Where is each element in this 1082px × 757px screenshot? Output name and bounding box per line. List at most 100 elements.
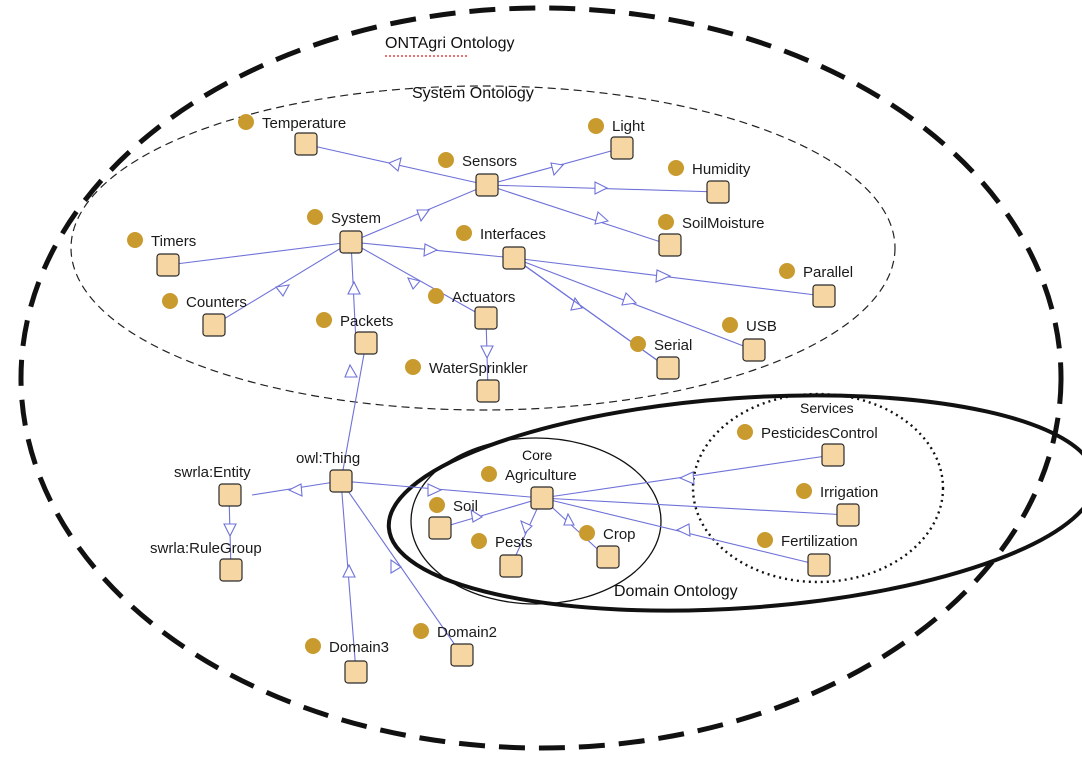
node-fertilization[interactable]: Fertilization [757,532,858,577]
node-label: Humidity [692,161,751,178]
edge [513,257,755,351]
node-label: swrla:Entity [174,464,251,481]
node-actuators[interactable]: Actuators [428,288,515,330]
edge-arrow [563,512,575,526]
node-label: Actuators [452,289,515,306]
domain-ontology-title: Domain Ontology [614,583,738,600]
node-soilmoisture[interactable]: SoilMoisture [658,214,765,257]
edge-arrow [416,209,431,223]
node-box [476,379,500,403]
edge-arrow [344,363,358,378]
class-dot-icon [127,232,143,248]
node-label: Serial [654,337,692,354]
node-label: Temperature [262,115,346,132]
edge [541,497,849,516]
ontagri-boundary [18,5,1064,751]
nodes: Temperature Light Sensors Humidity Syste… [127,114,878,684]
node-label: Agriculture [505,467,577,484]
node-label: USB [746,318,777,335]
node-label: Domain3 [329,639,389,656]
edge-arrow [390,558,403,574]
edge [167,241,352,266]
node-box [218,483,242,507]
class-dot-icon [722,317,738,333]
node-swrlarulegroup[interactable]: swrla:RuleGroup [150,540,262,582]
node-serial[interactable]: Serial [630,336,692,380]
node-box [610,136,634,160]
edge-arrow [427,483,443,497]
edge [340,342,367,482]
node-counters[interactable]: Counters [162,293,247,337]
node-box [428,516,452,540]
node-box [658,233,682,257]
node-parallel[interactable]: Parallel [779,263,853,308]
node-light[interactable]: Light [588,118,645,160]
class-dot-icon [658,214,674,230]
node-swrlaentity[interactable]: swrla:Entity [174,464,251,507]
node-agriculture[interactable]: Agriculture [481,466,577,510]
node-humidity[interactable]: Humidity [668,160,751,204]
node-label: Pests [495,534,533,551]
node-system[interactable]: System [307,209,381,254]
class-dot-icon [428,288,444,304]
node-irrigation[interactable]: Irrigation [796,483,878,527]
class-dot-icon [307,209,323,225]
class-dot-icon [630,336,646,352]
class-dot-icon [588,118,604,134]
node-label: Interfaces [480,226,546,243]
node-box [807,553,831,577]
edge-arrow [274,284,291,298]
class-dot-icon [668,160,684,176]
edge [213,241,352,326]
node-box [219,558,243,582]
node-domain2[interactable]: Domain2 [413,623,497,667]
node-box [156,253,180,277]
node-pests[interactable]: Pests [471,533,533,578]
class-dot-icon [438,152,454,168]
node-box [474,306,498,330]
node-box [656,356,680,380]
class-dot-icon [316,312,332,328]
node-label: Counters [186,294,247,311]
class-dot-icon [757,532,773,548]
node-label: PesticidesControl [761,425,878,442]
node-label: System [331,210,381,227]
class-dot-icon [305,638,321,654]
node-interfaces[interactable]: Interfaces [456,225,546,270]
edge-arrow [675,523,691,537]
node-timers[interactable]: Timers [127,232,196,277]
node-box [530,486,554,510]
services-title: Services [800,400,854,416]
node-pesticidescontrol[interactable]: PesticidesControl [737,424,878,467]
class-dot-icon [471,533,487,549]
node-box [354,331,378,355]
node-domain3[interactable]: Domain3 [305,638,389,684]
node-owlthing[interactable]: owl:Thing [296,450,360,493]
node-watersprinkler[interactable]: WaterSprinkler [405,359,528,403]
edge-arrow [387,157,402,173]
node-label: Crop [603,526,636,543]
node-box [742,338,766,362]
node-box [499,554,523,578]
node-label: SoilMoisture [682,215,765,232]
node-label: Parallel [803,264,853,281]
node-box [836,503,860,527]
node-label: Timers [151,233,196,250]
edge-arrow [594,181,609,195]
node-usb[interactable]: USB [722,317,777,362]
edge-arrow [470,508,484,523]
edge [350,241,487,319]
node-label: Light [612,118,645,135]
node-soil[interactable]: Soil [428,497,478,540]
node-box [339,230,363,254]
node-temperature[interactable]: Temperature [238,114,346,156]
node-sensors[interactable]: Sensors [438,152,517,197]
edge-arrow [570,296,583,311]
edge [439,497,543,529]
edge-arrow [655,269,672,283]
node-crop[interactable]: Crop [579,525,636,569]
system-ontology-title: System Ontology [412,85,534,102]
node-box [344,660,368,684]
node-packets[interactable]: Packets [316,312,393,355]
edge-arrow [347,280,361,295]
